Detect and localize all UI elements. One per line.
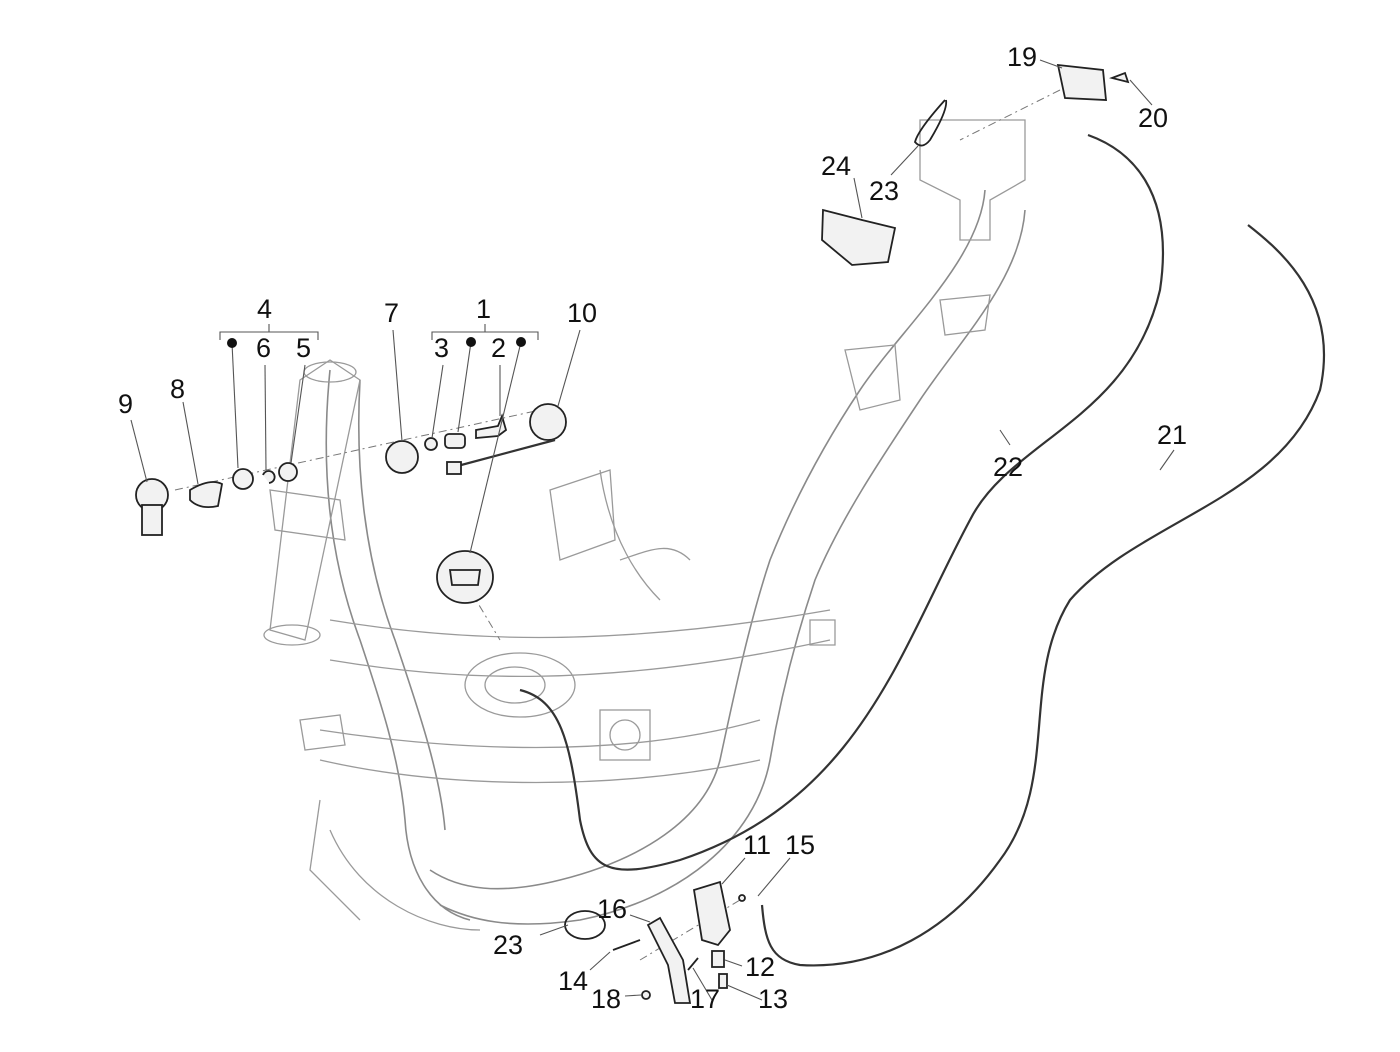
part-19-latch [1056, 63, 1107, 101]
callout-labels: 4 6 5 9 8 7 1 3 2 10 19 20 24 23 22 21 1… [118, 42, 1187, 1014]
callout-19: 19 [1007, 42, 1037, 72]
callout-5: 5 [296, 333, 311, 363]
part-20-screw [1109, 71, 1130, 84]
callout-11: 11 [743, 830, 771, 860]
part-3-oring [424, 437, 438, 451]
assembly-lines [174, 89, 1061, 961]
part-4-cylinder [232, 468, 254, 490]
part-10-cable [449, 438, 556, 470]
cable-21 [760, 224, 1326, 967]
callout-16: 16 [597, 894, 627, 924]
callout-1: 1 [476, 294, 491, 324]
part-12-block [711, 950, 725, 968]
callout-8: 8 [170, 374, 185, 404]
callout-17: 17 [690, 984, 720, 1014]
kit-bullet [516, 337, 526, 347]
callout-23-bottom: 23 [493, 930, 523, 960]
callout-12: 12 [745, 952, 775, 982]
callout-18: 18 [591, 984, 621, 1014]
part-17-screw [687, 957, 699, 971]
kit-bullet [466, 337, 476, 347]
part-9-lock [135, 478, 169, 536]
part-13-spring [718, 973, 728, 989]
group-brackets [219, 324, 539, 348]
part-14-bolt [612, 939, 641, 951]
part-fuel-cap [436, 550, 494, 604]
part-8-cover [189, 481, 224, 509]
part-16-bracket [646, 916, 692, 1004]
callout-2: 2 [491, 333, 506, 363]
part-11-release [692, 880, 731, 947]
callout-15: 15 [785, 830, 815, 860]
kit-bullet [227, 338, 237, 348]
part-15-nut [738, 894, 746, 902]
callout-20: 20 [1138, 103, 1168, 133]
leader-lines [130, 59, 1175, 1001]
callout-23-top: 23 [869, 176, 899, 206]
part-6-clip [262, 470, 276, 484]
callout-4: 4 [257, 294, 272, 324]
part-5-nut [278, 462, 298, 482]
callout-6: 6 [256, 333, 271, 363]
callout-3: 3 [434, 333, 449, 363]
callout-10: 10 [567, 298, 597, 328]
callout-22: 22 [993, 452, 1023, 482]
part-10-end [446, 461, 462, 475]
part-18-nut [641, 990, 651, 1000]
callout-9: 9 [118, 389, 133, 419]
part-2-key [475, 413, 508, 439]
part-7-ring [385, 440, 419, 474]
part-3b-cylinder [444, 433, 466, 449]
part-10-ring [529, 403, 567, 441]
scooter-frame [263, 119, 1026, 931]
part-24-button [821, 208, 897, 266]
callout-13: 13 [758, 984, 788, 1014]
cable-22 [519, 133, 1165, 871]
part-23-strap-bottom [564, 910, 606, 940]
parts [135, 63, 1326, 1004]
part-23-strap-top [914, 99, 948, 147]
callout-7: 7 [384, 298, 399, 328]
callout-24: 24 [821, 151, 851, 181]
callout-14: 14 [558, 966, 588, 996]
callout-21: 21 [1157, 420, 1187, 450]
